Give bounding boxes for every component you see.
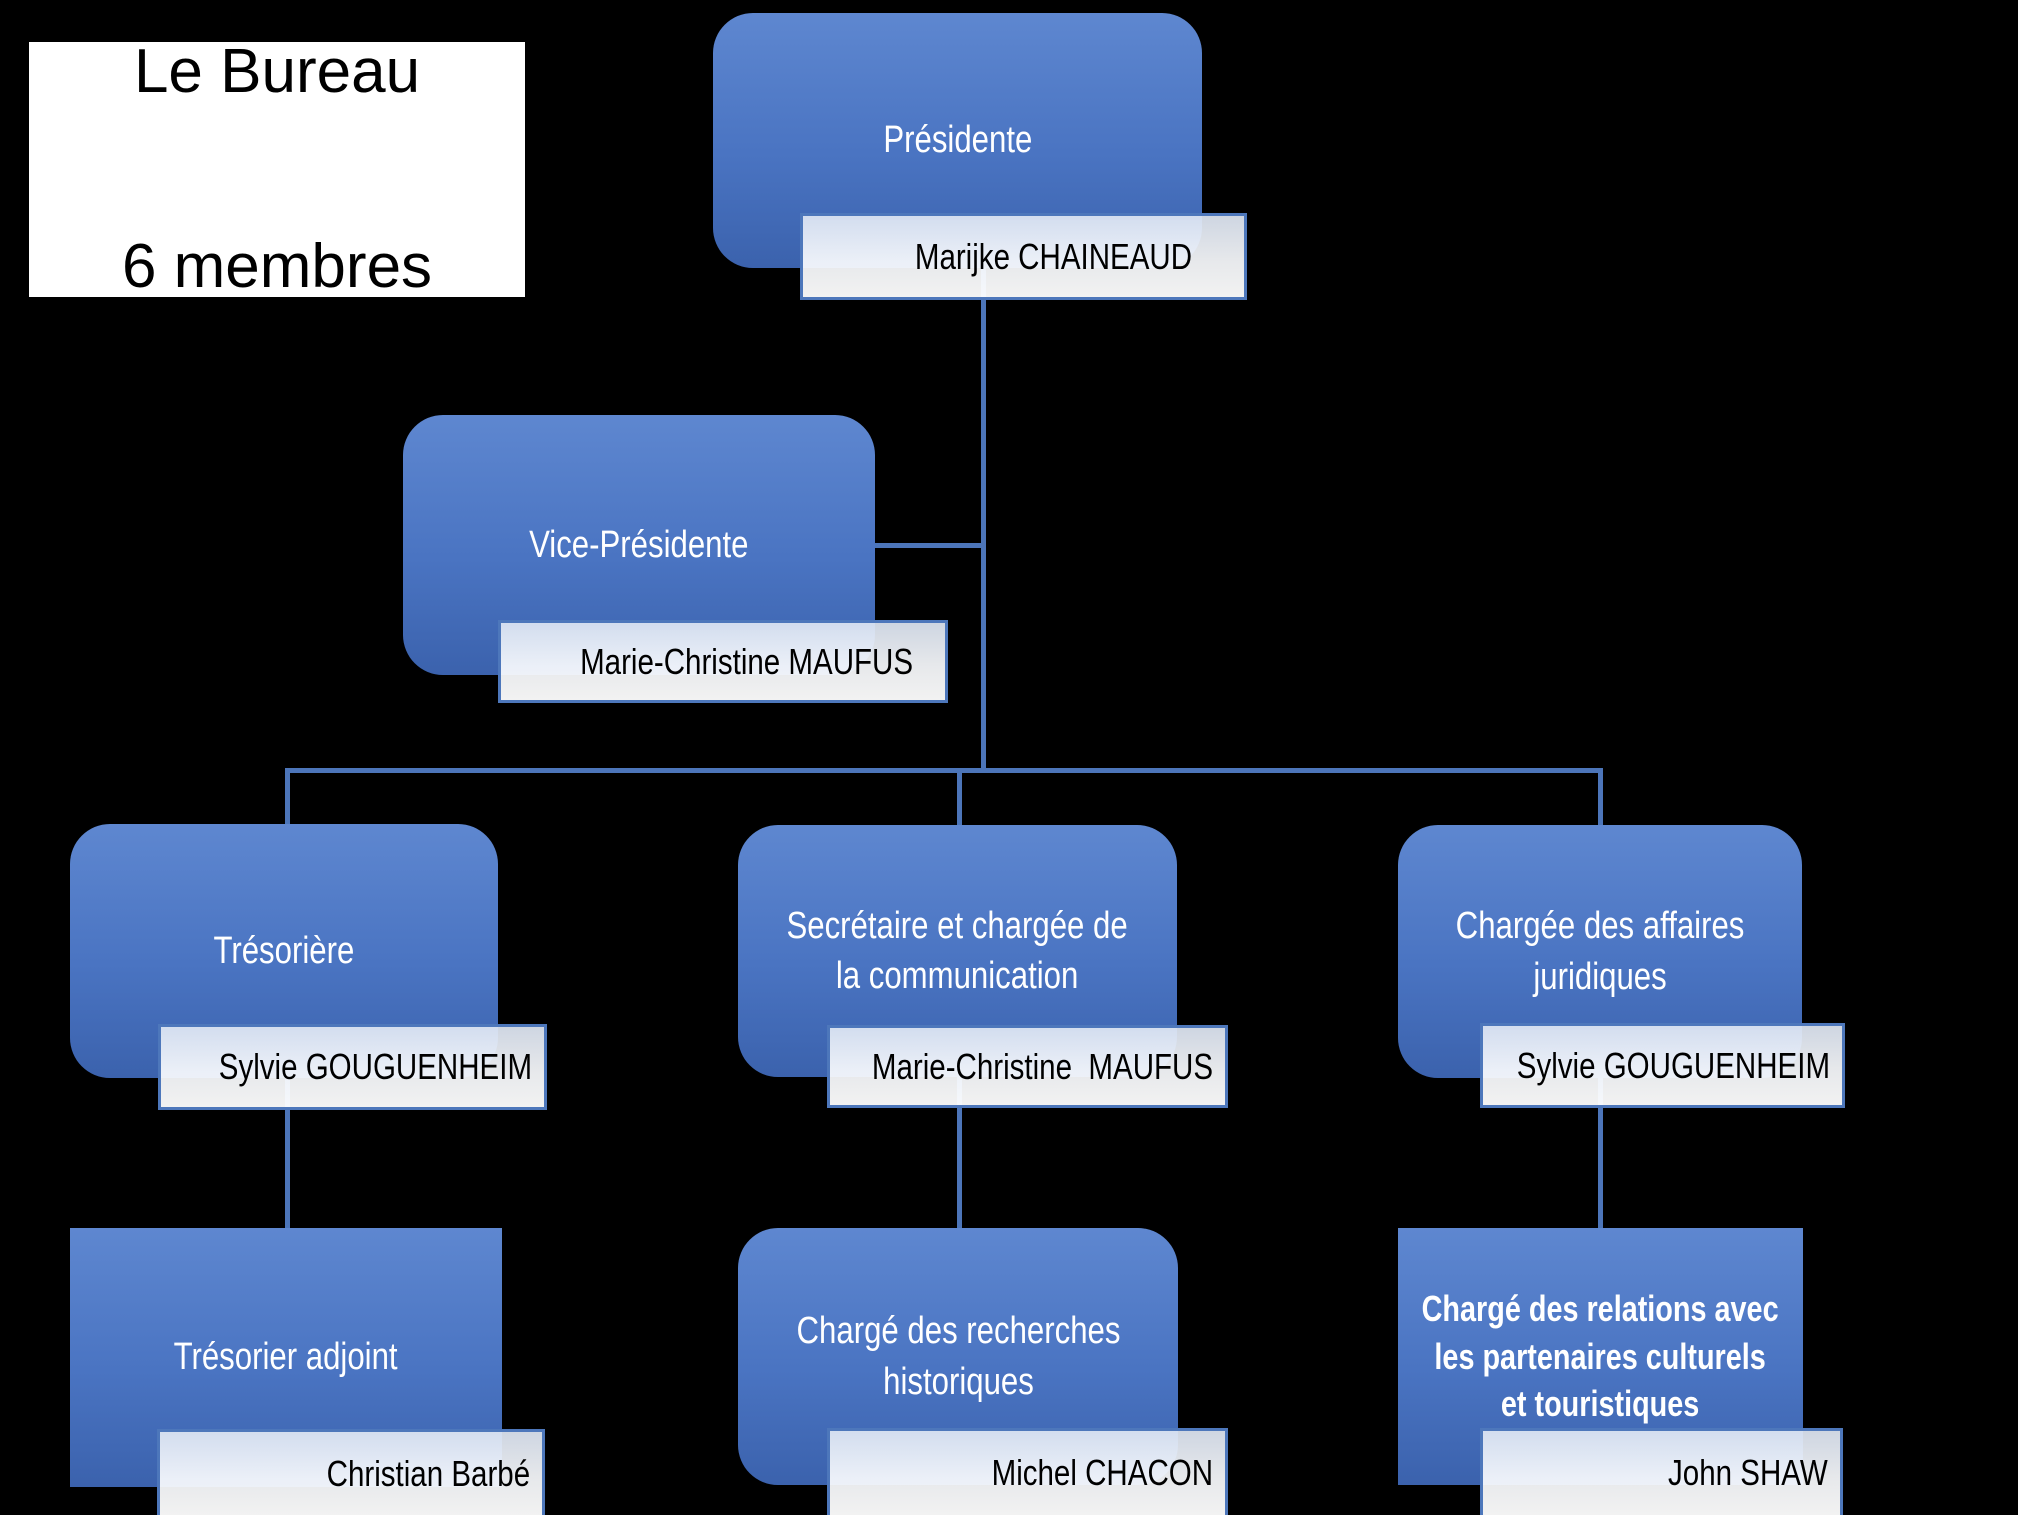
- name-label-recherches-historiques: Michel CHACON: [827, 1428, 1228, 1515]
- legend-box: Le Bureau 6 membres: [29, 37, 525, 301]
- member-name: Marijke CHAINEAUD: [915, 235, 1193, 277]
- name-label-tresoriere: Sylvie GOUGUENHEIM: [158, 1024, 547, 1110]
- connector-drop-juridique: [1598, 768, 1603, 827]
- legend-line-1: Le Bureau: [133, 36, 421, 106]
- name-label-tresorier-adjoint: Christian Barbé: [157, 1429, 545, 1515]
- role-title: Secrétaire et chargée de la communicatio…: [786, 904, 1129, 997]
- role-title: Vice-Présidente: [529, 523, 749, 566]
- role-title: Chargé des relations avec les partenaire…: [1422, 1288, 1779, 1425]
- member-name: Marie-Christine MAUFUS: [871, 1045, 1213, 1087]
- connector-drop-secretaire: [957, 768, 962, 827]
- role-title: Chargée des affaires juridiques: [1455, 905, 1745, 998]
- role-title: Chargé des recherches historiques: [796, 1310, 1120, 1403]
- role-title: Présidente: [883, 119, 1032, 162]
- role-title: Trésorière: [213, 929, 355, 972]
- member-name: Christian Barbé: [326, 1453, 530, 1494]
- connector-vice-presidente: [875, 543, 983, 548]
- connector-tresoriere-adjoint: [285, 1078, 290, 1230]
- name-label-relations-partenaires: John SHAW: [1480, 1428, 1843, 1515]
- connector-juridique-relations: [1598, 1078, 1603, 1230]
- member-name: Sylvie GOUGUENHEIM: [1516, 1044, 1830, 1086]
- connector-presidente-down: [981, 266, 986, 772]
- connector-distributor: [285, 768, 1603, 773]
- connector-drop-tresoriere: [285, 768, 290, 826]
- name-label-affaires-juridiques: Sylvie GOUGUENHEIM: [1480, 1023, 1845, 1108]
- connector-secretaire-recherches: [957, 1077, 962, 1230]
- member-name: John SHAW: [1668, 1452, 1828, 1493]
- name-label-secretaire-communication: Marie-Christine MAUFUS: [827, 1025, 1228, 1108]
- name-label-presidente: Marijke CHAINEAUD: [800, 213, 1247, 300]
- member-name: Marie-Christine MAUFUS: [580, 640, 913, 682]
- role-title: Trésorier adjoint: [174, 1336, 398, 1379]
- member-name: Michel CHACON: [991, 1452, 1213, 1493]
- legend-line-2: 6 membres: [121, 232, 433, 302]
- legend-text: Le Bureau 6 membres: [122, 23, 432, 317]
- name-label-vice-presidente: Marie-Christine MAUFUS: [498, 620, 948, 703]
- member-name: Sylvie GOUGUENHEIM: [218, 1046, 532, 1087]
